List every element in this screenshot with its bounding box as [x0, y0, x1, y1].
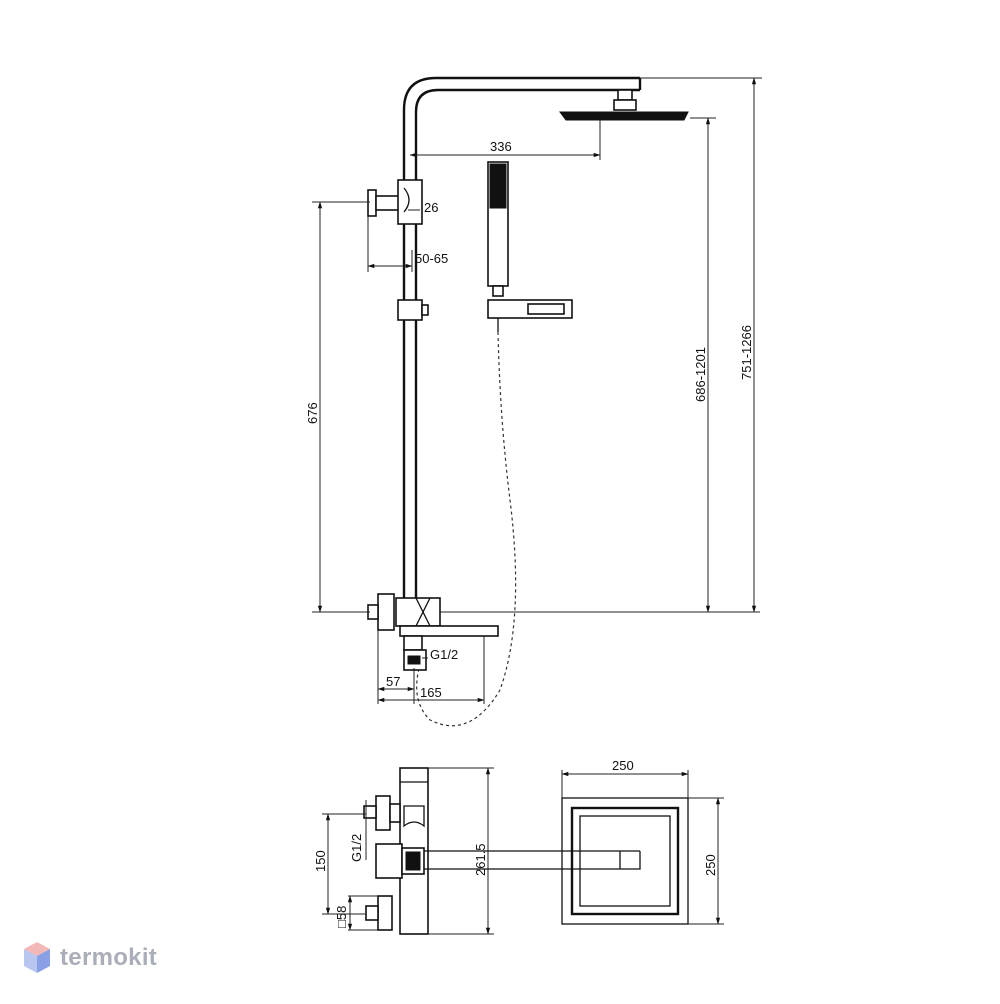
dimension-spout: 57 165	[377, 630, 485, 704]
hand-shower	[487, 161, 509, 297]
plan-view: 250 250 261.5 150 G1/2 □	[313, 758, 724, 935]
dimension-plan-inlet-thread: G1/2	[349, 800, 367, 862]
dimension-plan-depth: 261.5	[428, 767, 494, 935]
wall-distance-label: 50-65	[415, 251, 448, 266]
dimension-arm-reach: 336	[409, 120, 601, 160]
plan-upper-valve	[363, 795, 401, 831]
bath-spout	[399, 625, 499, 671]
termokit-cube-icon	[24, 942, 50, 973]
dimension-plan-width: 250	[561, 758, 689, 798]
side-elevation-view: 336 26 50-65 676 686-1201 751-1	[305, 76, 762, 727]
shower-hose	[416, 331, 517, 727]
dimension-holder-offset: 26	[408, 200, 438, 215]
dimension-total-height: 751-1266	[640, 77, 762, 613]
plan-handle-size-label: □58	[334, 906, 349, 928]
dimension-wall-distance: 50-65	[367, 216, 448, 272]
shelf	[487, 299, 573, 332]
inlet-thread-label: G1/2	[430, 647, 458, 662]
dimension-plan-inlet-spacing: 150	[313, 813, 366, 915]
plan-inlet-spacing-label: 150	[313, 850, 328, 872]
spout-length-label: 165	[420, 685, 442, 700]
plan-inlet-thread-label: G1/2	[349, 834, 364, 862]
total-height-label: 751-1266	[739, 325, 754, 380]
plan-head-depth-label: 250	[703, 854, 718, 876]
plan-lower-valve	[365, 895, 393, 931]
dimension-plan-head-depth: 250	[688, 797, 724, 925]
rain-shower-head	[559, 89, 689, 121]
dimension-inlet-thread: G1/2	[422, 647, 458, 662]
termokit-logo: termokit	[22, 940, 157, 976]
plan-shower-head	[561, 797, 689, 925]
dimension-plan-handle: □58	[334, 895, 378, 931]
height-holder-label: 676	[305, 402, 320, 424]
arm-reach-label: 336	[490, 139, 512, 154]
plan-head-width-label: 250	[612, 758, 634, 773]
riser-pipe	[402, 76, 642, 610]
slider-holder	[397, 299, 429, 321]
termokit-logo-text: termokit	[60, 944, 158, 971]
dimension-head-height: 686-1201	[440, 117, 760, 613]
mixer-body	[367, 593, 441, 631]
spout-offset-label: 57	[386, 674, 400, 689]
head-height-label: 686-1201	[693, 347, 708, 402]
upper-wall-bracket	[367, 179, 423, 225]
plan-shower-arm	[375, 843, 641, 879]
holder-offset-label: 26	[424, 200, 438, 215]
dimension-height-holder: 676	[305, 201, 370, 613]
plan-depth-label: 261.5	[473, 843, 488, 876]
